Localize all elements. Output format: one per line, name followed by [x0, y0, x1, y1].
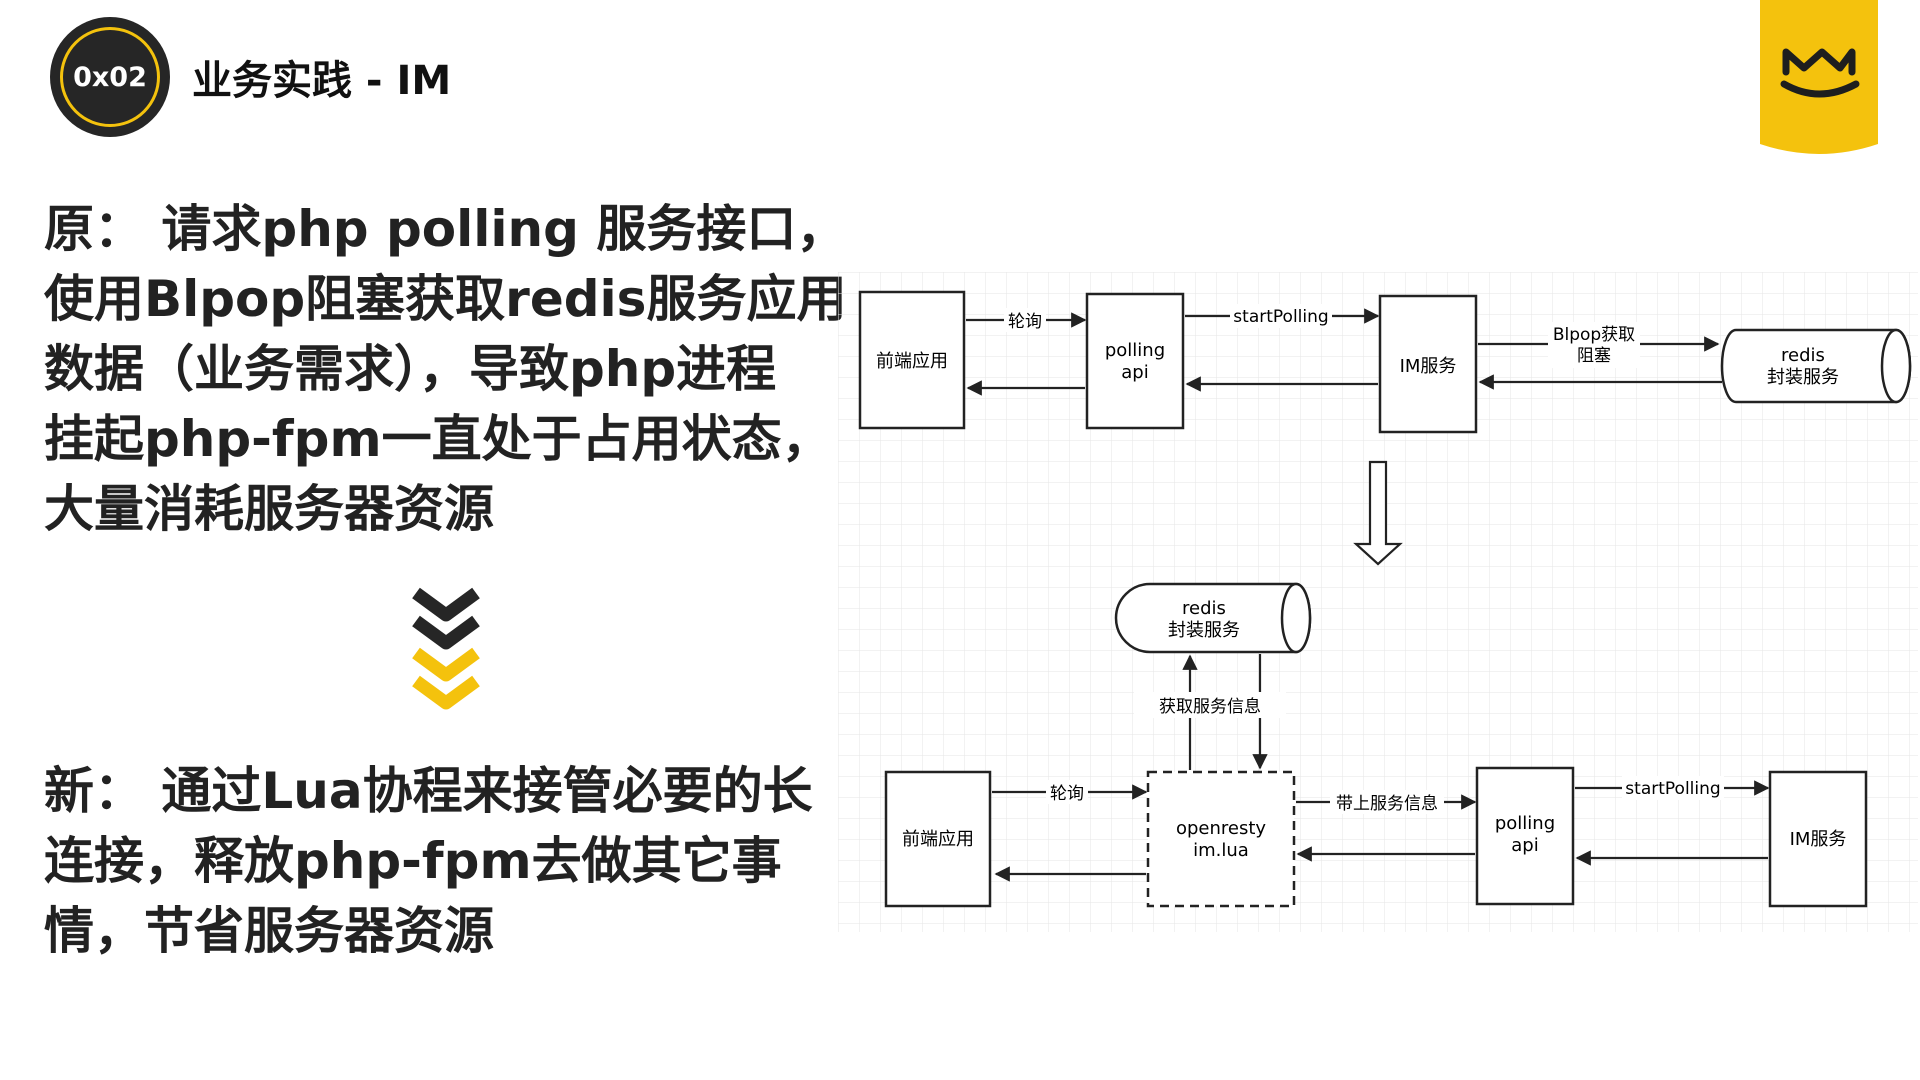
bottom-edge-fetch-label: 获取服务信息	[1159, 697, 1261, 717]
chevron-down-icon	[412, 587, 480, 710]
arrow-down-icon	[1353, 460, 1403, 566]
bottom-frontend-box	[884, 770, 992, 908]
bottom-im-box	[1768, 770, 1868, 908]
bottom-frontend-label: 前端应用	[902, 829, 974, 850]
section-number: 0x02	[60, 27, 160, 127]
old-approach-text: 原： 请求php polling 服务接口， 使用Blpop阻塞获取redis服…	[44, 194, 847, 544]
bottom-openresty-label-1: openresty	[1176, 818, 1266, 839]
old-line: 使用Blpop阻塞获取redis服务应用	[44, 270, 847, 328]
new-line: 连接，释放php-fpm去做其它事	[44, 832, 782, 890]
bottom-polling-label-1: polling	[1495, 813, 1555, 834]
old-line: 原： 请求php polling 服务接口，	[44, 200, 847, 258]
top-edge-start-label: startPolling	[1233, 307, 1328, 327]
top-polling-label-2: api	[1121, 362, 1148, 383]
bottom-im-label: IM服务	[1790, 829, 1847, 850]
top-redis-label-2: 封装服务	[1767, 367, 1839, 388]
top-edge-blpop-label-2: 阻塞	[1577, 346, 1611, 366]
old-line: 挂起php-fpm一直处于占用状态，	[44, 410, 832, 468]
top-im-label: IM服务	[1400, 356, 1457, 377]
bottom-polling-box	[1475, 766, 1575, 906]
m-mouth-logo-icon	[1760, 0, 1878, 154]
section-badge: 0x02	[50, 17, 170, 137]
bottom-openresty-label-2: im.lua	[1193, 840, 1249, 861]
architecture-diagram: 前端应用 polling api IM服务 redis 封装服务 轮询 star…	[838, 272, 1918, 932]
top-redis-label-1: redis	[1781, 345, 1825, 366]
top-im-box	[1378, 294, 1478, 434]
bottom-edge-start-label: startPolling	[1625, 779, 1720, 799]
new-line: 情，节省服务器资源	[44, 902, 494, 960]
top-frontend-box	[858, 290, 966, 430]
top-polling-label-1: polling	[1105, 340, 1165, 361]
bottom-edge-carry-label: 带上服务信息	[1336, 794, 1438, 814]
bottom-redis-label-1: redis	[1182, 598, 1226, 619]
bottom-redis-label-2: 封装服务	[1168, 620, 1240, 641]
bottom-polling-label-2: api	[1511, 835, 1538, 856]
page-title: 业务实践 - IM	[192, 58, 452, 104]
top-edge-blpop-label-1: Blpop获取	[1553, 325, 1635, 345]
top-flow: 前端应用 polling api IM服务 redis 封装服务 轮询 star…	[858, 290, 1912, 434]
top-frontend-label: 前端应用	[876, 351, 948, 372]
bottom-openresty-box	[1146, 770, 1296, 908]
old-line: 大量消耗服务器资源	[44, 480, 494, 538]
bottom-edge-poll-label: 轮询	[1050, 784, 1084, 804]
new-approach-text: 新： 通过Lua协程来接管必要的长 连接，释放php-fpm去做其它事 情，节省…	[44, 756, 834, 966]
old-line: 数据（业务需求），导致php进程	[44, 340, 777, 398]
top-edge-poll-label: 轮询	[1008, 312, 1042, 332]
new-line: 新： 通过Lua协程来接管必要的长	[44, 762, 813, 820]
bottom-flow: redis 封装服务 前端应用 openresty im.lua polling…	[884, 582, 1868, 908]
top-polling-box	[1085, 292, 1185, 430]
